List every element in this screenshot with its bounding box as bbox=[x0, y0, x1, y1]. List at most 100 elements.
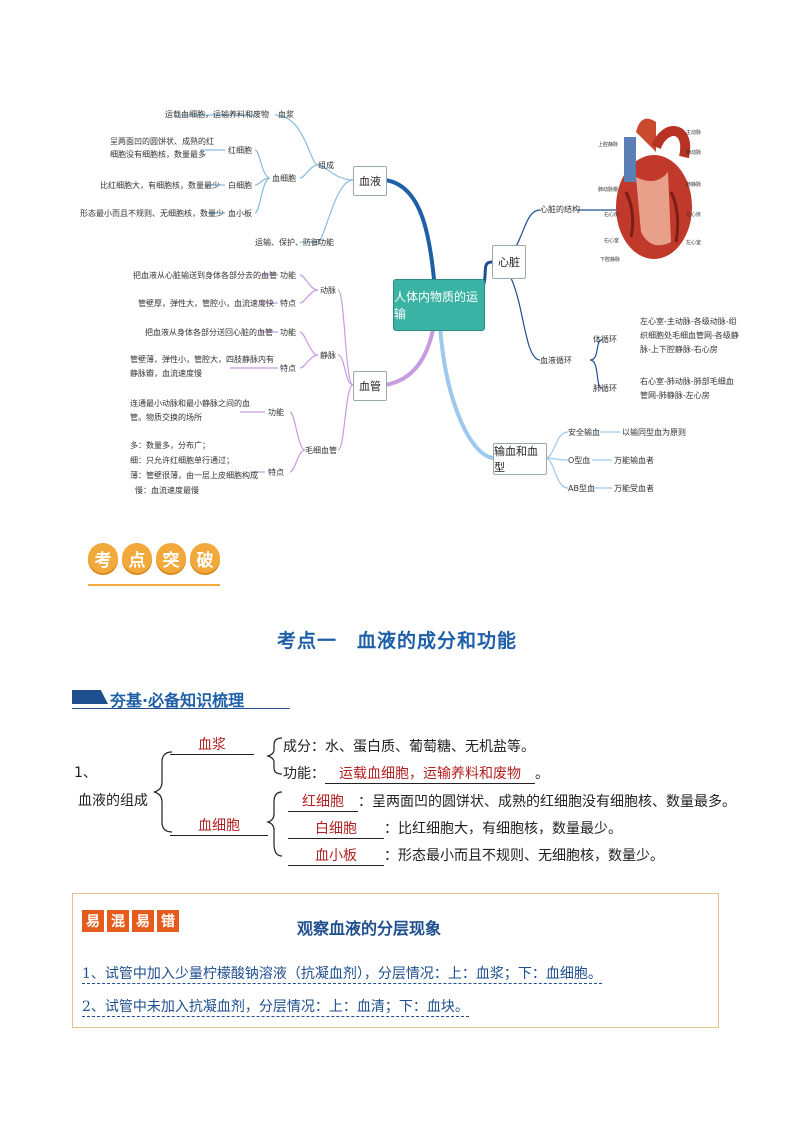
node-vein-func-label: 功能 bbox=[280, 328, 296, 337]
node-cap-func-label: 功能 bbox=[268, 408, 284, 417]
plasma-components: 成分：水、蛋白质、葡萄糖、无机盐等。 bbox=[283, 739, 535, 755]
badge-underline bbox=[88, 584, 220, 586]
blank-rbc: 红细胞 bbox=[288, 791, 358, 812]
subheading: 夯基·必备知识梳理 bbox=[110, 691, 245, 710]
badge-char: 点 bbox=[122, 543, 152, 573]
node-platelet: 血小板 bbox=[228, 209, 252, 218]
node-vessel: 血管 bbox=[353, 371, 387, 401]
blank-blood-cells: 血细胞 bbox=[170, 815, 268, 836]
braces bbox=[153, 737, 283, 857]
node-vein: 静脉 bbox=[320, 351, 336, 360]
node-plasma-desc: 运载血细胞，运输养料和废物 bbox=[165, 110, 269, 119]
node-vein-feat-2: 静脉瓣，血流速度慢 bbox=[130, 369, 202, 378]
node-systemic: 体循环 bbox=[593, 335, 617, 344]
node-artery: 动脉 bbox=[320, 286, 336, 295]
node-cap-feat-label: 特点 bbox=[268, 468, 284, 477]
node-artery-feat-label: 特点 bbox=[280, 299, 296, 308]
tip-badge-char: 错 bbox=[157, 910, 179, 932]
heart-label-5: 右心室 bbox=[604, 238, 620, 244]
heart-diagram bbox=[616, 118, 692, 259]
node-vein-func: 把血液从身体各部分送回心脏的血管 bbox=[145, 328, 273, 337]
heart-label-9: 肺动脉瓣 bbox=[598, 187, 619, 193]
heart-label-4: 左心室 bbox=[686, 240, 702, 246]
node-transfusion: 输血和血型 bbox=[493, 443, 547, 475]
section-badge: 考 点 突 破 bbox=[88, 543, 220, 573]
node-systemic-desc-2: 织细胞处毛细血管网-各级静 bbox=[640, 331, 739, 340]
subheading-bar bbox=[72, 690, 108, 704]
node-cap-feat-1: 多：数量多，分布广； bbox=[130, 441, 210, 450]
tip-badge: 易 混 易 错 bbox=[82, 910, 179, 932]
mind-map-center: 人体内物质的运输 bbox=[393, 279, 485, 331]
node-ab: AB型血 bbox=[568, 484, 595, 493]
node-cap-func-2: 管。物质交换的场所 bbox=[130, 413, 202, 422]
node-plasma: 血浆 bbox=[278, 110, 294, 119]
plasma-function-row: 功能：运载血细胞，运输养料和废物。 bbox=[283, 763, 549, 784]
badge-char: 破 bbox=[190, 543, 220, 573]
node-capillary: 毛细血管 bbox=[305, 446, 337, 455]
node-blood-function-desc: 运输、保护、防御 bbox=[255, 238, 319, 247]
tip-badge-char: 易 bbox=[82, 910, 104, 932]
node-platelet-desc: 形态最小而且不规则、无细胞核，数量少 bbox=[80, 209, 224, 218]
node-blood-function: 功能 bbox=[318, 238, 334, 247]
node-heart-structure: 心脏的结构 bbox=[540, 205, 580, 214]
heart-label-2: 肺静脉 bbox=[686, 182, 702, 188]
blank-platelet: 血小板 bbox=[288, 845, 384, 866]
node-safe-desc: 以输同型血为原则 bbox=[622, 428, 686, 437]
node-artery-feat: 管壁厚，弹性大，管腔小，血流速度快 bbox=[138, 299, 274, 308]
node-wbc-desc: 比红细胞大，有细胞核，数量最少 bbox=[100, 181, 220, 190]
node-vein-feat-1: 管壁薄，弹性小，管腔大，四肢静脉内有 bbox=[130, 355, 274, 364]
section-title: 考点一 血液的成分和功能 bbox=[276, 630, 517, 652]
node-circulation: 血液循环 bbox=[540, 356, 572, 365]
node-ab-desc: 万能受血者 bbox=[614, 484, 654, 493]
node-cap-feat-2: 细：只允许红细胞单行通过； bbox=[130, 456, 234, 465]
node-heart: 心脏 bbox=[492, 245, 526, 279]
blank-plasma: 血浆 bbox=[170, 734, 254, 755]
heart-label-7: 下腔静脉 bbox=[600, 257, 621, 263]
rbc-desc: ：呈两面凹的圆饼状、成熟的红细胞没有细胞核、数量最多。 bbox=[358, 794, 736, 810]
heart-label-1: 肺动脉 bbox=[686, 150, 702, 156]
node-o-desc: 万能输血者 bbox=[614, 456, 654, 465]
tip-title: 观察血液的分层现象 bbox=[297, 919, 442, 938]
node-blood: 血液 bbox=[353, 166, 387, 196]
node-blood-cells: 血细胞 bbox=[272, 174, 296, 183]
node-rbc: 红细胞 bbox=[228, 146, 252, 155]
tip-badge-char: 混 bbox=[107, 910, 129, 932]
node-pulmonary-desc-2: 管网-肺静脉-左心房 bbox=[640, 391, 710, 400]
node-pulmonary: 肺循环 bbox=[593, 384, 617, 393]
node-vein-feat-label: 特点 bbox=[280, 364, 296, 373]
node-blood-composition: 组成 bbox=[318, 161, 334, 170]
platelet-desc: ：形态最小而且不规则、无细胞核，数量少。 bbox=[384, 848, 664, 864]
node-systemic-desc-1: 左心室-主动脉-各级动脉-组 bbox=[640, 317, 737, 326]
node-rbc-desc-1: 呈两面凹的圆饼状、成熟的红 bbox=[110, 137, 214, 146]
node-systemic-desc-3: 脉-上下腔静脉-右心房 bbox=[640, 345, 718, 354]
node-artery-func: 把血液从心脏输送到身体各部分去的血管 bbox=[133, 271, 277, 280]
node-wbc: 白细胞 bbox=[228, 181, 252, 190]
blank-plasma-function: 运载血细胞，运输养料和废物 bbox=[325, 763, 535, 784]
node-cap-func-1: 连通最小动脉和最小静脉之间的血 bbox=[130, 399, 250, 408]
wbc-row: 白细胞：比红细胞大，有细胞核，数量最少。 bbox=[288, 818, 622, 839]
tip-badge-char: 易 bbox=[132, 910, 154, 932]
wbc-desc: ：比红细胞大，有细胞核，数量最少。 bbox=[384, 821, 622, 837]
heart-label-0: 上腔静脉 bbox=[598, 142, 619, 148]
badge-char: 突 bbox=[156, 543, 186, 573]
composition-number: 1、 bbox=[74, 765, 97, 781]
subheading-underline bbox=[72, 708, 290, 709]
heart-label-3: 左心房 bbox=[686, 212, 702, 218]
heart-label-8: 主动脉 bbox=[686, 130, 702, 136]
rbc-row: 红细胞：呈两面凹的圆饼状、成熟的红细胞没有细胞核、数量最多。 bbox=[288, 791, 736, 812]
badge-char: 考 bbox=[88, 543, 118, 573]
node-safe: 安全输血 bbox=[568, 428, 600, 437]
heart-label-6: 右心房 bbox=[604, 212, 620, 218]
tip-line-1: 1、试管中加入少量柠檬酸钠溶液（抗凝血剂），分层情况：上：血浆；下：血细胞。 bbox=[82, 963, 602, 984]
node-rbc-desc-2: 细胞没有细胞核，数量最多 bbox=[110, 150, 206, 159]
composition-label: 血液的组成 bbox=[78, 793, 148, 809]
node-cap-feat-3: 薄：管壁很薄，由一层上皮细胞构成 bbox=[130, 471, 258, 480]
node-artery-func-label: 功能 bbox=[280, 271, 296, 280]
tip-box bbox=[72, 893, 719, 1028]
node-pulmonary-desc-1: 右心室-肺动脉-肺部毛细血 bbox=[640, 377, 734, 386]
platelet-row: 血小板：形态最小而且不规则、无细胞核，数量少。 bbox=[288, 845, 664, 866]
blank-wbc: 白细胞 bbox=[288, 818, 384, 839]
plasma-function-end: 。 bbox=[535, 766, 549, 782]
node-o: O型血 bbox=[568, 456, 591, 465]
plasma-function-label: 功能： bbox=[283, 766, 325, 782]
